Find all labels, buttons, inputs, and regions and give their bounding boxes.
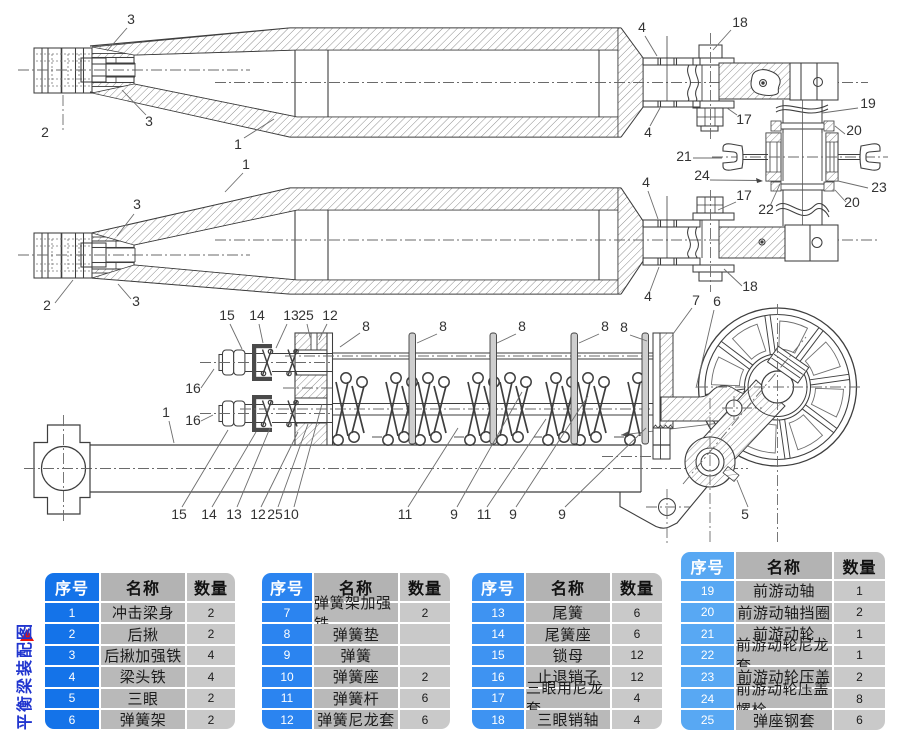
- svg-text:10: 10: [283, 506, 299, 522]
- svg-text:8: 8: [620, 319, 628, 335]
- svg-text:4: 4: [642, 174, 650, 190]
- svg-text:8: 8: [518, 318, 526, 334]
- svg-text:24: 24: [694, 167, 710, 183]
- svg-text:3: 3: [132, 293, 140, 309]
- svg-text:15: 15: [219, 307, 235, 323]
- svg-text:1: 1: [162, 404, 170, 420]
- svg-text:2: 2: [41, 124, 49, 140]
- svg-text:4: 4: [644, 288, 652, 304]
- svg-text:1: 1: [234, 136, 242, 152]
- svg-text:9: 9: [509, 506, 517, 522]
- svg-text:3: 3: [145, 113, 153, 129]
- svg-text:13: 13: [226, 506, 242, 522]
- svg-text:13: 13: [283, 307, 299, 323]
- svg-text:21: 21: [676, 148, 692, 164]
- svg-text:14: 14: [249, 307, 265, 323]
- svg-text:4: 4: [644, 124, 652, 140]
- svg-text:7: 7: [692, 292, 700, 308]
- svg-text:8: 8: [362, 318, 370, 334]
- svg-text:5: 5: [741, 506, 749, 522]
- svg-text:19: 19: [860, 95, 876, 111]
- svg-text:18: 18: [742, 278, 758, 294]
- svg-text:3: 3: [127, 11, 135, 27]
- svg-text:9: 9: [558, 506, 566, 522]
- svg-text:3: 3: [133, 196, 141, 212]
- svg-text:16: 16: [185, 380, 201, 396]
- svg-text:16: 16: [185, 412, 201, 428]
- svg-text:2: 2: [43, 297, 51, 313]
- svg-text:23: 23: [871, 179, 887, 195]
- svg-text:8: 8: [601, 318, 609, 334]
- svg-text:12: 12: [322, 307, 338, 323]
- svg-text:9: 9: [450, 506, 458, 522]
- svg-text:14: 14: [201, 506, 217, 522]
- svg-text:12: 12: [250, 506, 266, 522]
- svg-text:11: 11: [398, 506, 413, 522]
- svg-text:1: 1: [242, 156, 250, 172]
- svg-text:17: 17: [736, 111, 752, 127]
- svg-text:6: 6: [713, 293, 721, 309]
- svg-text:18: 18: [732, 14, 748, 30]
- svg-text:17: 17: [736, 187, 752, 203]
- svg-text:25: 25: [267, 506, 283, 522]
- svg-text:25: 25: [298, 307, 314, 323]
- svg-text:11: 11: [477, 506, 492, 522]
- svg-text:20: 20: [844, 194, 860, 210]
- svg-text:8: 8: [439, 318, 447, 334]
- svg-text:15: 15: [171, 506, 187, 522]
- svg-text:20: 20: [846, 122, 862, 138]
- svg-text:4: 4: [638, 19, 646, 35]
